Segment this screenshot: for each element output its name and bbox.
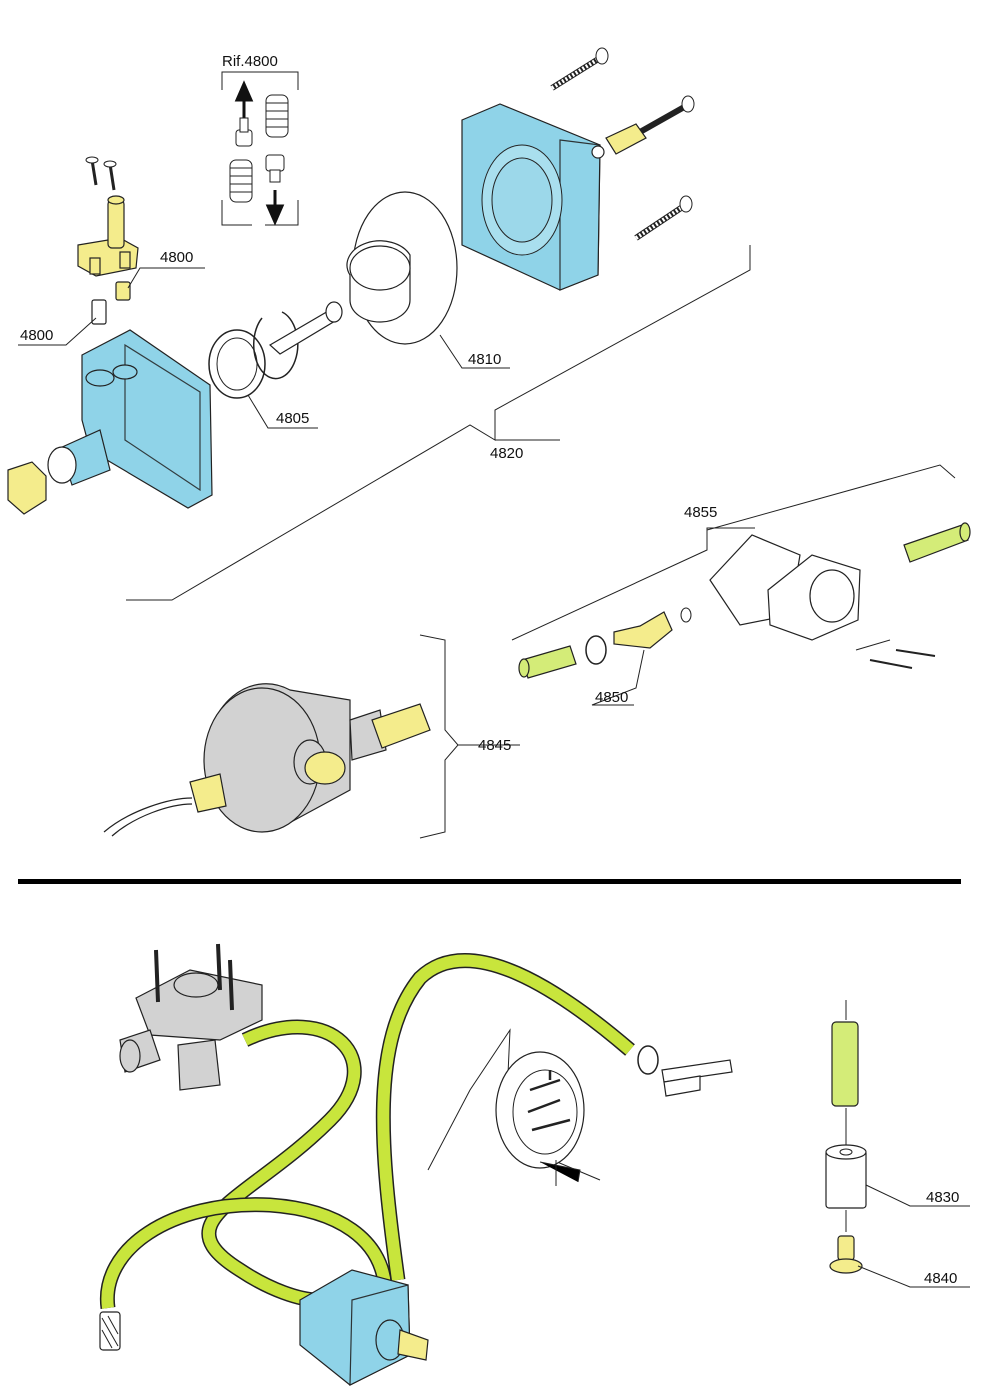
hose-segment-icon xyxy=(831,1000,859,1107)
callout-4850: 4850 xyxy=(595,689,628,706)
reference-bracket-bottom-right xyxy=(265,200,299,226)
pump-assembly-icon xyxy=(299,1269,429,1386)
knob-screw-icon xyxy=(829,1235,863,1274)
callout-4845: 4845 xyxy=(478,737,511,754)
pump-body-icon xyxy=(47,329,213,509)
adjusting-screw-icon xyxy=(591,95,695,159)
manifold-flange-icon xyxy=(119,943,263,1091)
small-screws-icon xyxy=(85,156,117,191)
callout-4855: 4855 xyxy=(684,504,717,521)
callout-4810: 4810 xyxy=(468,351,501,368)
arrow-down-icon xyxy=(265,190,285,226)
hose-line-icon xyxy=(375,953,635,1282)
valve-insert-icon xyxy=(115,281,131,301)
spring-icon xyxy=(265,94,289,138)
hose-segment-icon xyxy=(903,522,971,563)
leader-4800-upper xyxy=(127,267,205,289)
callout-4800-upper: 4800 xyxy=(160,249,193,266)
valve-fitting-icon xyxy=(77,195,139,277)
leader-4840 xyxy=(857,1265,970,1288)
reference-bracket-top xyxy=(221,71,299,90)
callout-4800-lower: 4800 xyxy=(20,327,53,344)
leader-4800-lower xyxy=(18,317,97,346)
hose-clamp-icon xyxy=(637,1045,659,1075)
screw-icon xyxy=(550,47,609,91)
valve-poppet-icon xyxy=(265,154,285,183)
inline-filter-icon xyxy=(99,1311,121,1351)
valve-insert-icon xyxy=(91,299,107,325)
callout-4830: 4830 xyxy=(926,1189,959,1206)
callout-4805: 4805 xyxy=(276,410,309,427)
bracket-4845 xyxy=(419,634,459,839)
hose-line-icon xyxy=(99,1197,393,1310)
motor-flange-icon xyxy=(427,1028,601,1186)
section-divider xyxy=(18,879,961,884)
reference-label: Rif.4800 xyxy=(222,53,278,70)
valve-reference-group: Rif.4800 xyxy=(221,53,299,226)
pump-cover-icon xyxy=(461,103,601,291)
shaft-icon xyxy=(268,301,343,355)
spacer-sleeve-icon xyxy=(825,1144,867,1209)
leader-4855 xyxy=(706,527,755,530)
reference-bracket-bottom-left xyxy=(221,200,252,226)
nozzle-icon xyxy=(613,611,673,649)
leader-4810 xyxy=(439,334,510,369)
connector-tube-icon xyxy=(661,1059,733,1097)
circlip-icon xyxy=(253,311,299,380)
diaphragm-icon xyxy=(346,191,458,345)
o-ring-icon xyxy=(208,329,266,399)
leader-4830 xyxy=(865,1184,970,1207)
washer-icon xyxy=(680,607,692,623)
valve-poppet-icon xyxy=(235,117,253,147)
leader-4850 xyxy=(591,649,645,706)
nut-icon xyxy=(7,461,47,515)
hose-segment-icon xyxy=(518,645,577,679)
pressure-regulator-icon xyxy=(103,683,431,837)
screw-icon xyxy=(634,195,693,241)
auxiliary-pump-icon xyxy=(709,534,936,669)
callout-4840: 4840 xyxy=(924,1270,957,1287)
callout-4820: 4820 xyxy=(490,445,523,462)
spring-icon xyxy=(229,159,253,203)
hose-line-icon xyxy=(201,1019,362,1308)
leader-4805 xyxy=(247,394,318,429)
hose-clamp-icon xyxy=(585,635,607,665)
arrow-up-icon xyxy=(234,80,254,118)
